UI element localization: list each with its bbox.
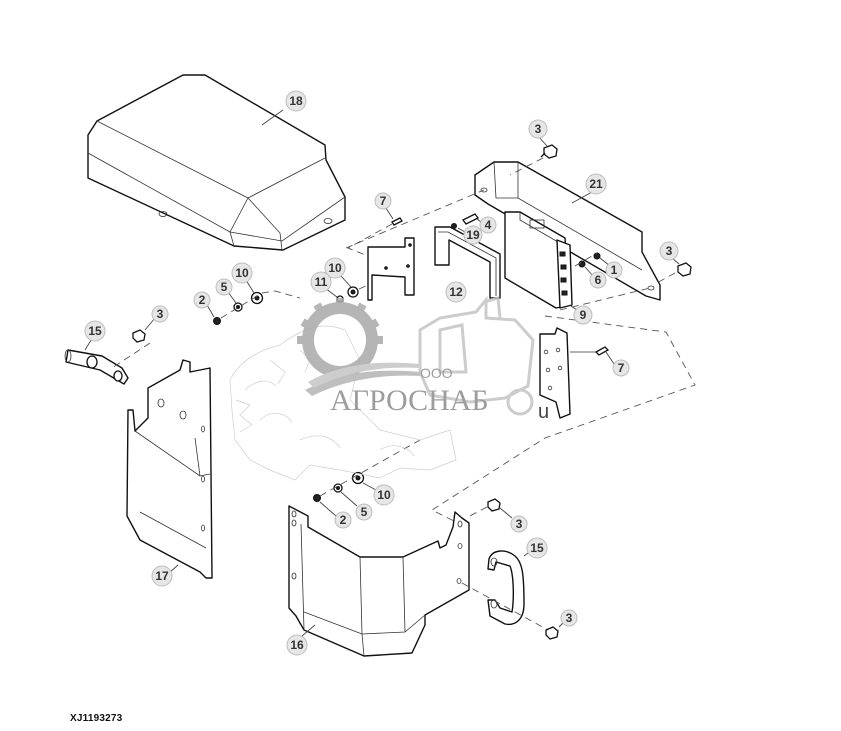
callout-9[interactable]: 9 <box>573 305 593 325</box>
bolt-3-right[interactable] <box>677 262 692 277</box>
watermark-prefix: ООО <box>420 365 453 381</box>
bolt-3-lower-b[interactable] <box>545 626 559 640</box>
part-16-front-shield[interactable] <box>288 505 470 657</box>
callout-7[interactable]: 7 <box>612 359 630 377</box>
pin-7-top[interactable] <box>391 217 403 226</box>
svg-text:12: 12 <box>449 285 463 299</box>
callout-3[interactable]: 3 <box>659 241 679 261</box>
svg-text:7: 7 <box>380 194 387 208</box>
callout-5[interactable]: 5 <box>355 503 373 521</box>
svg-text:10: 10 <box>235 266 249 280</box>
bolt-3-lower-a[interactable] <box>487 498 501 512</box>
svg-text:4: 4 <box>485 218 492 232</box>
callout-7[interactable]: 7 <box>374 192 392 210</box>
screw-4[interactable] <box>462 213 479 225</box>
svg-text:5: 5 <box>361 505 368 519</box>
callout-18[interactable]: 18 <box>285 90 307 112</box>
callout-6[interactable]: 6 <box>589 271 607 289</box>
svg-text:10: 10 <box>377 488 391 502</box>
svg-text:3: 3 <box>516 517 523 531</box>
svg-text:6: 6 <box>595 273 602 287</box>
callout-2[interactable]: 2 <box>193 291 211 309</box>
part-15-handle-right[interactable] <box>487 550 525 626</box>
callout-19[interactable]: 19 <box>463 225 483 245</box>
svg-text:11: 11 <box>315 275 328 289</box>
part-18-top-cover[interactable] <box>87 74 346 251</box>
svg-text:9: 9 <box>580 308 587 322</box>
callout-10[interactable]: 10 <box>231 262 253 284</box>
callout-3[interactable]: 3 <box>151 305 169 323</box>
callout-10[interactable]: 10 <box>373 484 395 506</box>
svg-text:3: 3 <box>666 244 673 258</box>
svg-text:7: 7 <box>618 361 625 375</box>
callout-4[interactable]: 4 <box>479 216 497 234</box>
svg-text:21: 21 <box>589 177 603 191</box>
nut-2-upper[interactable] <box>213 317 221 325</box>
callout-15[interactable]: 15 <box>84 320 106 342</box>
callout-3[interactable]: 3 <box>560 609 578 627</box>
callout-2[interactable]: 2 <box>334 511 352 529</box>
svg-text:16: 16 <box>290 638 304 652</box>
washer-6[interactable] <box>578 260 586 268</box>
watermark-suffix: u <box>538 401 549 423</box>
bolt-3-top[interactable] <box>540 144 558 159</box>
part-17-left-shield[interactable] <box>126 359 213 579</box>
svg-text:2: 2 <box>199 293 206 307</box>
svg-text:15: 15 <box>88 324 102 338</box>
mounting-plate[interactable] <box>367 237 415 301</box>
side-plate[interactable] <box>539 327 571 419</box>
callout-11[interactable]: 11 <box>310 271 332 293</box>
callout-12[interactable]: 12 <box>445 281 467 303</box>
callout-16[interactable]: 16 <box>286 634 308 656</box>
svg-text:1: 1 <box>611 263 618 277</box>
callout-3[interactable]: 3 <box>528 119 548 139</box>
faded-engine-ghost <box>229 325 457 481</box>
callout-3[interactable]: 3 <box>510 515 528 533</box>
callout-1[interactable]: 1 <box>605 261 623 279</box>
svg-text:3: 3 <box>157 307 164 321</box>
nut-1[interactable] <box>593 252 601 260</box>
svg-text:15: 15 <box>530 541 544 555</box>
watermark-name: АГРОСНАБ <box>330 384 489 417</box>
pin-7-right[interactable] <box>594 346 610 356</box>
svg-text:3: 3 <box>566 611 573 625</box>
callout-5[interactable]: 5 <box>215 278 233 296</box>
figure-id-label: XJ1193273 <box>70 713 123 724</box>
svg-text:2: 2 <box>340 513 347 527</box>
svg-text:10: 10 <box>328 261 342 275</box>
svg-text:5: 5 <box>221 280 228 294</box>
nut-2-lower[interactable] <box>313 494 321 502</box>
watermark-logo: ООО АГРОСНАБ u <box>297 295 549 423</box>
gear-icon <box>297 298 383 378</box>
svg-text:3: 3 <box>535 122 542 136</box>
part-15-handle-left[interactable] <box>64 349 129 385</box>
callout-10[interactable]: 10 <box>324 257 346 279</box>
part-9-controller-module[interactable] <box>504 211 573 309</box>
svg-text:17: 17 <box>155 569 169 583</box>
callout-15[interactable]: 15 <box>526 537 548 559</box>
washer-19[interactable] <box>451 223 457 229</box>
callout-17[interactable]: 17 <box>151 565 173 587</box>
svg-text:18: 18 <box>289 94 303 108</box>
svg-text:19: 19 <box>466 228 480 242</box>
callout-21[interactable]: 21 <box>585 173 607 195</box>
callouts: 18 3 21 7 4 19 3 1 6 10 10 11 12 5 2 9 3… <box>84 90 679 656</box>
bolt-3-left[interactable] <box>132 329 146 343</box>
